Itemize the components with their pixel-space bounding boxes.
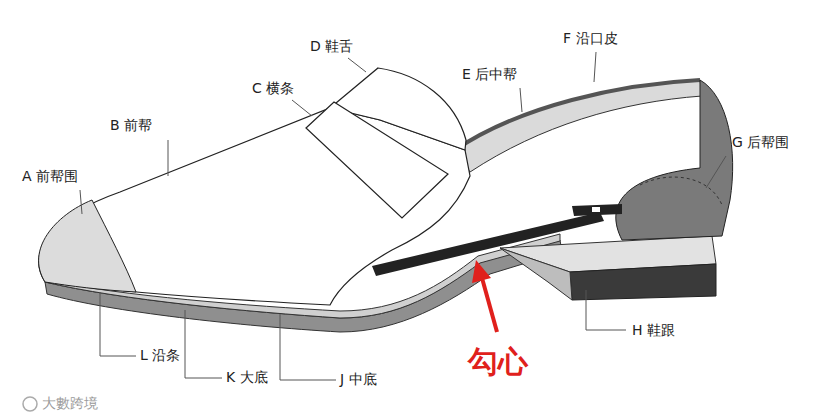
part-label: B 前帮 — [110, 117, 152, 134]
part-label: H 鞋跟 — [632, 322, 675, 339]
heel-counter — [616, 80, 733, 240]
part-label: D 鞋舌 — [310, 38, 353, 55]
shank-hole — [592, 207, 600, 212]
part-label: F 沿口皮 — [563, 30, 618, 47]
part-label: E 后中帮 — [462, 66, 517, 83]
heel-front — [500, 248, 572, 300]
part-label: G 后帮围 — [732, 134, 789, 151]
watermark: 大數跨境 — [42, 395, 98, 412]
leader-lines — [80, 52, 726, 380]
watermark-icon — [23, 397, 37, 411]
lining — [455, 80, 702, 172]
toe-cap — [39, 200, 136, 292]
strap — [306, 102, 448, 218]
part-label: J 中底 — [340, 371, 377, 388]
part-label: K 大底 — [226, 369, 268, 386]
shank-tab — [572, 204, 622, 216]
part-label: L 沿条 — [140, 347, 180, 364]
pointer-arrow — [482, 278, 497, 332]
collar-edge — [455, 80, 700, 150]
heel-base — [570, 264, 716, 300]
part-label: C 横条 — [252, 80, 294, 97]
arrow-head — [472, 260, 491, 283]
part-label: A 前帮围 — [22, 168, 78, 185]
highlight-label: 勾心 — [468, 344, 528, 380]
